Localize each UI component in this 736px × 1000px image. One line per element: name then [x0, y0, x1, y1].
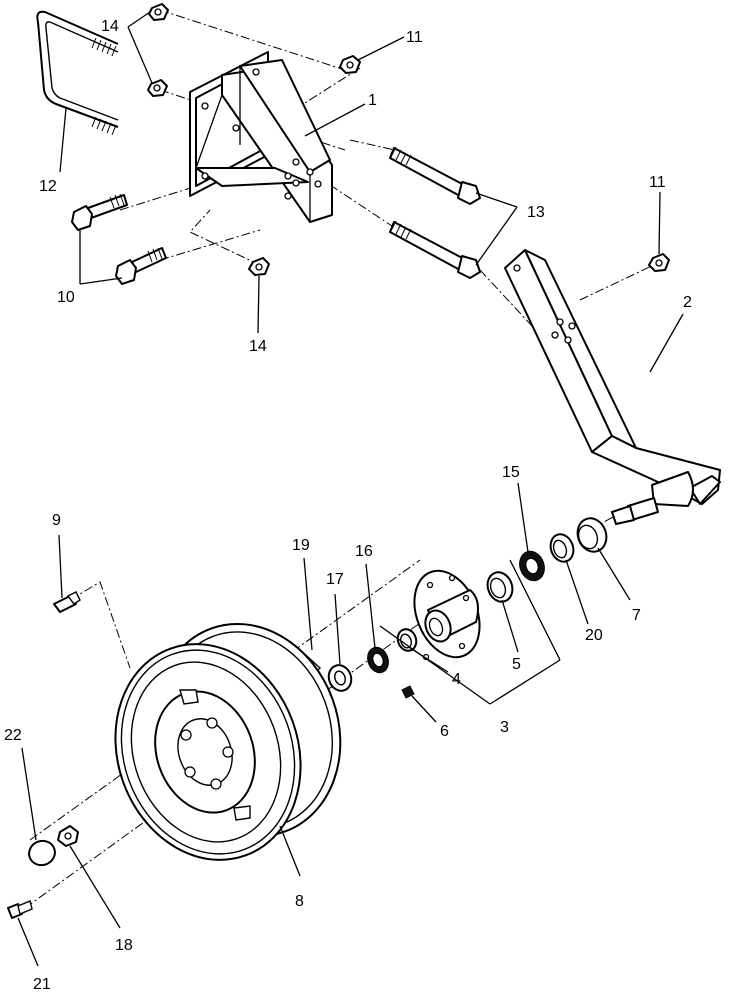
nut-bracket-right	[339, 55, 361, 74]
callout-15: 15	[502, 464, 520, 481]
callout-14-bottom: 14	[249, 338, 267, 355]
spacer-ring	[549, 533, 575, 563]
long-bolt-lower	[389, 220, 481, 279]
callout-leaders	[17, 11, 684, 967]
u-bolt-threads-top	[91, 37, 117, 57]
callout-13: 13	[527, 204, 545, 221]
valve-stem	[53, 591, 81, 613]
callout-12: 12	[39, 178, 57, 195]
callout-16: 16	[355, 543, 373, 560]
hex-bolt-upper	[71, 193, 128, 231]
callout-20: 20	[585, 627, 603, 644]
callout-7: 7	[632, 607, 641, 624]
wheel-bolt	[7, 900, 33, 919]
wheel-rim	[114, 622, 342, 861]
callout-5: 5	[512, 656, 521, 673]
nut-right	[648, 253, 670, 272]
long-bolt-upper	[389, 146, 481, 205]
callout-19: 19	[292, 537, 310, 554]
outer-bearing	[367, 646, 389, 674]
nut-lower	[248, 257, 270, 276]
callout-22: 22	[4, 727, 22, 744]
nut-mid	[147, 79, 168, 97]
grease-seal	[576, 517, 608, 553]
grease-fitting	[401, 685, 415, 699]
lug-nut	[57, 825, 79, 847]
callout-9: 9	[52, 512, 61, 529]
callout-17: 17	[326, 571, 344, 588]
wheel-hub	[413, 569, 481, 661]
callout-1: 1	[368, 92, 377, 109]
nut-top	[148, 3, 169, 21]
callout-18: 18	[115, 937, 133, 954]
hex-bolt-lower	[115, 247, 167, 285]
hub-cap	[28, 839, 56, 867]
callout-11-right: 11	[649, 174, 666, 191]
u-bolt-threads-bottom	[91, 116, 117, 136]
callout-21: 21	[33, 976, 51, 993]
callout-4: 4	[452, 671, 461, 688]
bearing-cup-outer	[396, 628, 418, 652]
bearing-cup-inner	[486, 571, 514, 603]
inner-bearing	[519, 550, 545, 582]
callout-3: 3	[500, 719, 509, 736]
callout-14-top: 14	[101, 18, 119, 35]
u-bolt	[36, 10, 119, 136]
mounting-bracket	[189, 51, 333, 223]
spindle-arm	[504, 249, 721, 525]
spindle-washer	[327, 664, 353, 692]
callout-6: 6	[440, 723, 449, 740]
callout-11-top: 11	[406, 29, 423, 46]
callout-10: 10	[57, 289, 75, 306]
callout-8: 8	[295, 893, 304, 910]
callout-labels: 14 11 1 12 11 13 10 2 14 15 9 19 16 17 7…	[4, 18, 692, 993]
callout-2: 2	[683, 294, 692, 311]
